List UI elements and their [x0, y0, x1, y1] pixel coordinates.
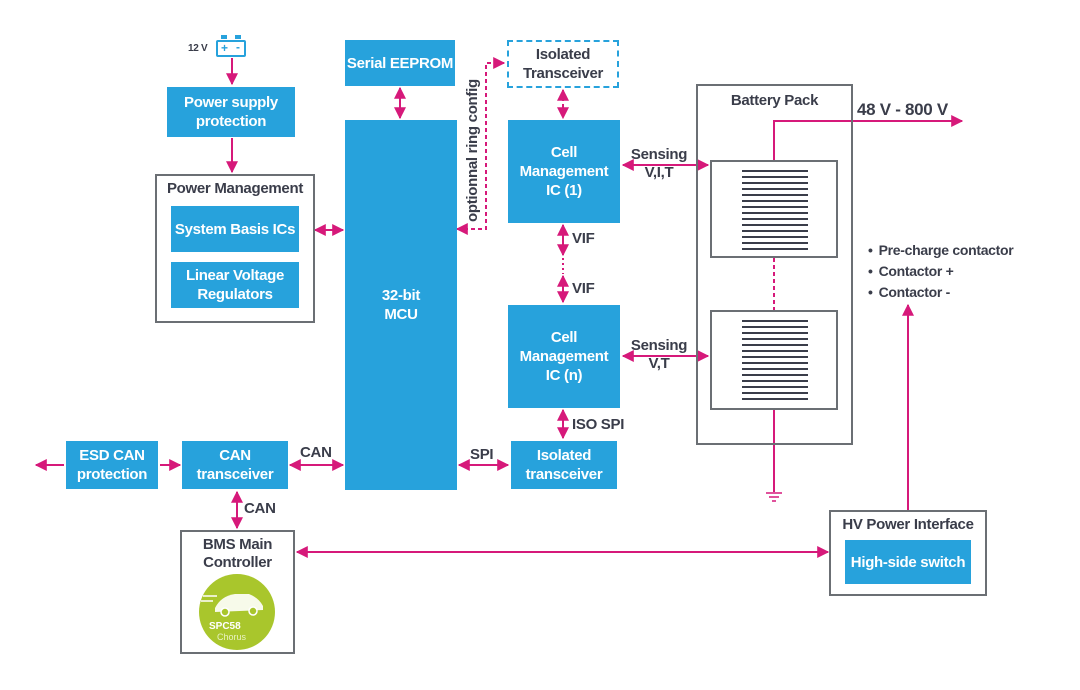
- logo-sub: Chorus: [217, 632, 247, 642]
- logo-brand: SPC58: [209, 621, 241, 632]
- cell-stack-icon: [742, 320, 808, 400]
- power-supply-protection-block: Power supply protection: [167, 87, 295, 137]
- power-management-frame: Power Management System Basis ICs Linear…: [155, 174, 315, 323]
- mcu-block: 32-bit MCU: [345, 120, 457, 490]
- can-mcu-label: CAN: [300, 444, 332, 461]
- cell-management-ic-1-block: Cell Management IC (1): [508, 120, 620, 223]
- serial-eeprom-block: Serial EEPROM: [345, 40, 455, 86]
- contactor-item: Contactor -: [868, 282, 1013, 303]
- wire-ring-config: [455, 57, 506, 235]
- vif-label-bottom: VIF: [572, 280, 595, 297]
- vif-label-top: VIF: [572, 230, 595, 247]
- cell-management-ic-n-block: Cell Management IC (n): [508, 305, 620, 408]
- battery-plus: +: [221, 41, 229, 55]
- contactor-item: Contactor +: [868, 261, 1013, 282]
- ground-icon: [766, 492, 782, 502]
- system-basis-ics-block: System Basis ICs: [171, 206, 299, 252]
- ring-config-label: optionnal ring config: [464, 79, 481, 222]
- spc58-logo: SPC58 Chorus: [199, 574, 275, 650]
- wire-hv-out: [773, 115, 964, 160]
- can-transceiver-block: CAN transceiver: [182, 441, 288, 489]
- can-controller-label: CAN: [244, 500, 276, 517]
- bms-main-controller-title: BMS Main Controller: [202, 536, 273, 571]
- power-management-title: Power Management: [166, 180, 304, 197]
- isolated-transceiver-block: Isolated transceiver: [511, 441, 617, 489]
- linear-voltage-regulators-block: Linear Voltage Regulators: [171, 262, 299, 308]
- high-side-switch-block: High-side switch: [845, 540, 971, 584]
- iso-spi-label: ISO SPI: [572, 416, 625, 433]
- battery-pack-frame: Battery Pack: [696, 84, 853, 445]
- isolated-transceiver-optional-block: Isolated Transceiver: [507, 40, 619, 88]
- bms-main-controller-frame: BMS Main Controller SPC58 Chorus: [180, 530, 295, 654]
- car-icon: [201, 594, 263, 617]
- cell-stack-icon: [742, 170, 808, 250]
- battery-pack-title: Battery Pack: [730, 92, 819, 109]
- sensing-vt-label: Sensing V,T: [630, 337, 688, 372]
- battery-minus: -: [236, 40, 240, 54]
- battery-icon: + -: [216, 35, 246, 57]
- battery-module-1: [710, 160, 838, 258]
- contactor-item: Pre-charge contactor: [868, 240, 1014, 261]
- supply-voltage-label: 12 V: [188, 43, 208, 54]
- contactor-list: Pre-charge contactor Contactor + Contact…: [868, 240, 1014, 303]
- hv-power-interface-frame: HV Power Interface High-side switch: [829, 510, 987, 596]
- battery-module-n: [710, 310, 838, 410]
- sensing-vit-label: Sensing V,I,T: [630, 146, 688, 181]
- spi-label: SPI: [470, 446, 494, 463]
- hv-range-label: 48 V - 800 V: [857, 100, 948, 119]
- hv-power-interface-title: HV Power Interface: [842, 516, 974, 533]
- esd-can-protection-block: ESD CAN protection: [66, 441, 158, 489]
